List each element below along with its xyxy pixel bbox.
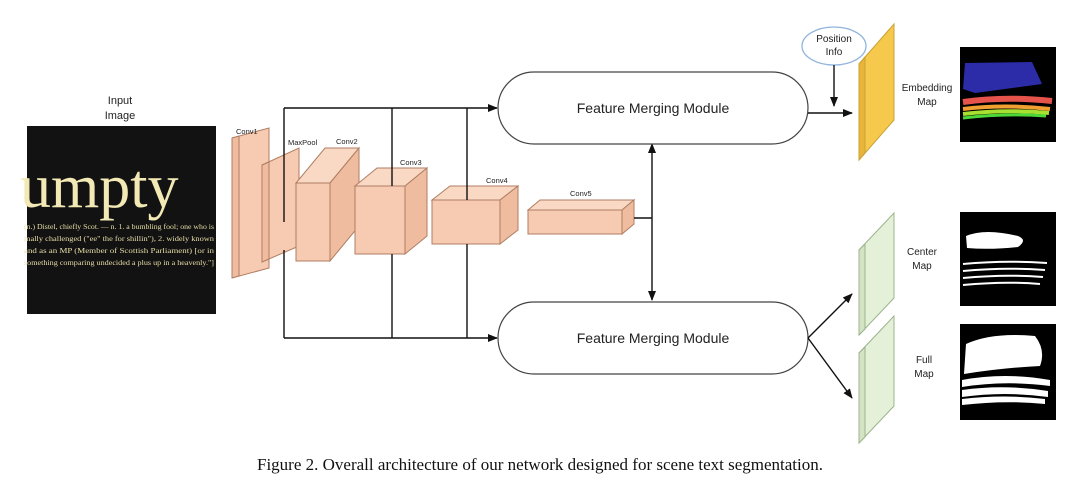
position-info-line1: Position (816, 34, 852, 45)
conv4-label: Conv4 (486, 176, 508, 185)
figure-caption: Figure 2. Overall architecture of our ne… (257, 455, 823, 474)
input-image: umpty (n.) Distel, chiefly Scot. — n. 1.… (20, 126, 216, 314)
conv3-label: Conv3 (400, 158, 422, 167)
feature-merging-module-bottom: Feature Merging Module (497, 301, 809, 375)
embedding-arrows (808, 65, 853, 117)
embedding-map-label-line2: Map (917, 97, 937, 108)
fmm-bottom-label: Feature Merging Module (577, 330, 730, 346)
full-map-label-line2: Map (914, 369, 934, 380)
conv2-label: Conv2 (336, 137, 358, 146)
input-image-line-3: and as an MP (Member of Scottish Parliam… (24, 247, 214, 255)
center-map-panel (858, 211, 895, 337)
center-map-label-line1: Center (907, 247, 938, 258)
full-map-label-line1: Full (916, 355, 932, 366)
input-image-line-2: mally challenged ("ee" the for shillin")… (24, 235, 214, 243)
center-map-label-line2: Map (912, 261, 932, 272)
conv5-label: Conv5 (570, 189, 592, 198)
input-label-line2: Image (105, 110, 136, 122)
input-image-line-4: something comparing undecided a plus up … (24, 259, 214, 267)
maxpool-block (261, 147, 300, 263)
conv1-block (231, 127, 270, 279)
skip-connections (283, 104, 656, 342)
embedding-map-label-line1: Embedding (902, 83, 953, 94)
center-map-image (960, 212, 1056, 306)
fmm-top-label: Feature Merging Module (577, 100, 730, 116)
full-map-image (960, 324, 1056, 420)
embedding-map-image (960, 47, 1056, 142)
conv1-label: Conv1 (236, 127, 258, 136)
input-image-line-1: (n.) Distel, chiefly Scot. — n. 1. a bum… (24, 223, 214, 231)
input-image-word: umpty (20, 153, 178, 221)
maxpool-label: MaxPool (288, 138, 318, 147)
conv2-block (294, 146, 361, 263)
conv3-block (353, 166, 429, 256)
embedding-map-panel (858, 22, 895, 162)
full-map-panel (858, 314, 895, 445)
input-label-line1: Input (108, 95, 132, 107)
conv4-block (430, 184, 520, 246)
output-arrows (807, 293, 853, 399)
conv5-block (526, 198, 636, 236)
position-info: Position Info (801, 26, 867, 66)
position-info-line2: Info (826, 47, 843, 58)
feature-merging-module-top: Feature Merging Module (497, 71, 809, 145)
